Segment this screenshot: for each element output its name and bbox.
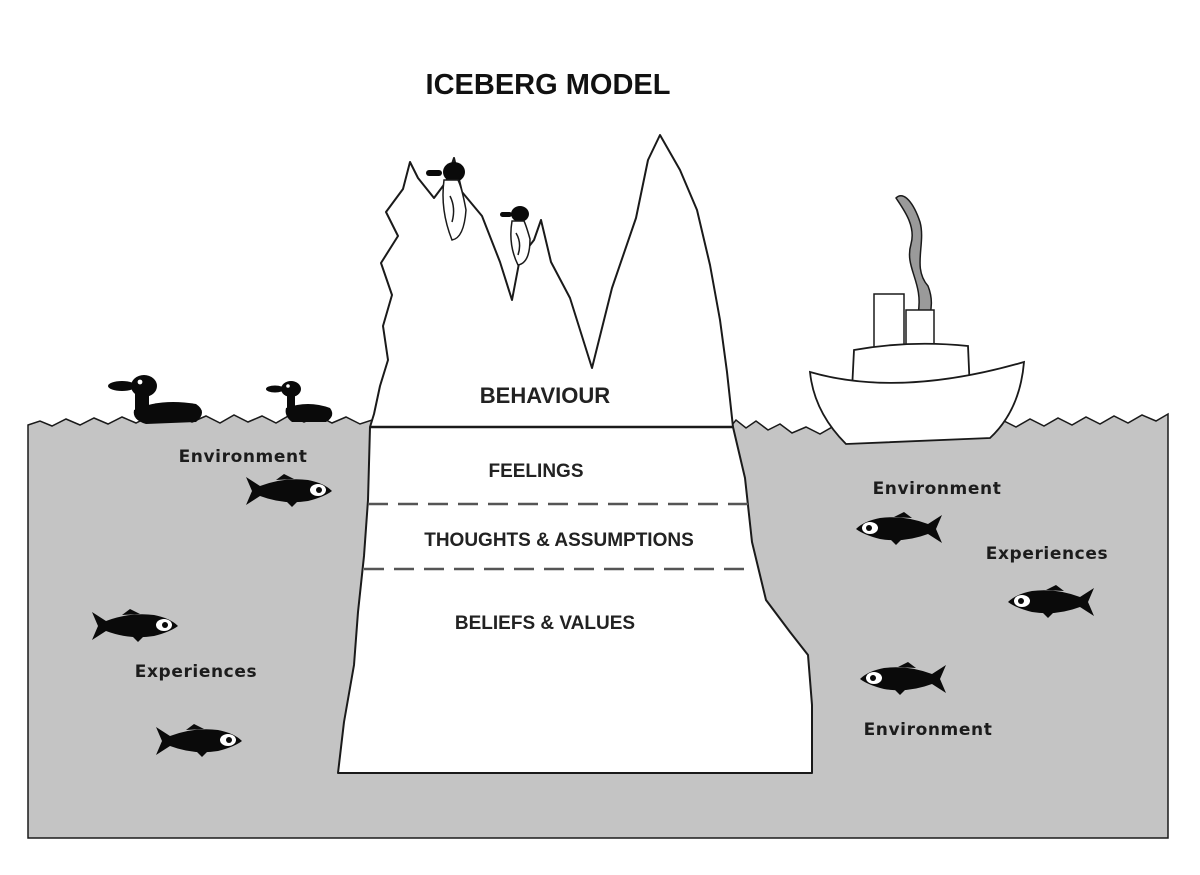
layer-label-thoughts: THOUGHTS & ASSUMPTIONS bbox=[424, 530, 694, 551]
label-environment-right-bottom: Environment bbox=[864, 720, 993, 740]
ship-icon bbox=[808, 195, 1026, 445]
fish-icon bbox=[860, 662, 946, 695]
fish-icon bbox=[246, 474, 332, 507]
label-environment-left: Environment bbox=[179, 447, 308, 467]
fish-icon bbox=[92, 609, 178, 642]
layer-label-feelings: FEELINGS bbox=[488, 461, 583, 482]
fish-icon bbox=[856, 512, 942, 545]
duck-icon bbox=[266, 381, 333, 422]
penguin-icon bbox=[500, 206, 531, 266]
label-environment-right-top: Environment bbox=[873, 479, 1002, 499]
label-experiences-right: Experiences bbox=[986, 544, 1108, 564]
label-experiences-left: Experiences bbox=[135, 662, 257, 682]
fish-icon bbox=[1008, 585, 1094, 618]
fish-icon bbox=[156, 724, 242, 757]
layer-label-behaviour: BEHAVIOUR bbox=[480, 383, 610, 408]
diagram-title: ICEBERG MODEL bbox=[426, 69, 671, 101]
penguin-icon bbox=[426, 162, 467, 241]
layer-label-beliefs: BELIEFS & VALUES bbox=[455, 613, 635, 634]
duck-icon bbox=[108, 375, 202, 424]
smoke-icon bbox=[895, 195, 933, 315]
